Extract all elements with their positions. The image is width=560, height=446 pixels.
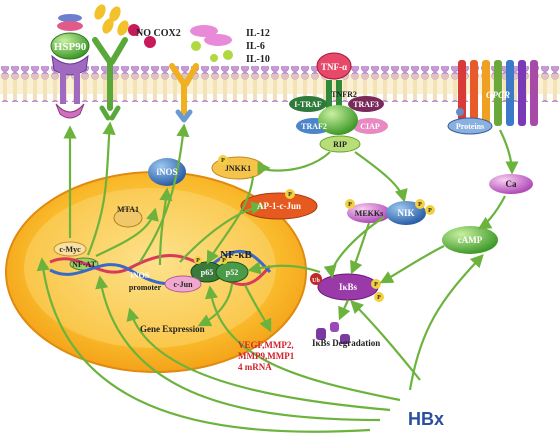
label-mrna-3: 4 mRNA bbox=[238, 362, 272, 372]
ca-node bbox=[489, 174, 533, 194]
label-itraf: I-TRAF bbox=[294, 100, 322, 109]
label-ikbs-degradation: IκBs Degradation bbox=[312, 338, 380, 348]
tnfr2-complex bbox=[289, 52, 388, 153]
hsp90-receptor bbox=[50, 14, 90, 119]
label-traf2: TRAF2 bbox=[301, 122, 327, 131]
label-il12: IL-12 bbox=[246, 28, 270, 39]
svg-text:P: P bbox=[196, 258, 200, 264]
label-gene-expression: Gene Expression bbox=[140, 324, 205, 334]
label-tnf: TNF-α bbox=[321, 62, 347, 72]
label-jnkk1: JNKK1 bbox=[225, 164, 251, 173]
label-cmyc: c-Myc bbox=[59, 245, 81, 254]
label-p65: p65 bbox=[201, 268, 213, 277]
label-no-cox2: NO COX2 bbox=[136, 28, 181, 39]
label-gpcr: GPCR bbox=[486, 90, 510, 100]
label-nik: NIK bbox=[397, 208, 414, 218]
label-rip: RIP bbox=[333, 140, 347, 149]
label-nfat: NF-AT bbox=[72, 260, 97, 269]
label-inos-promoter-2: promoter bbox=[129, 283, 162, 292]
label-ikbs: IκBs bbox=[339, 282, 358, 292]
dna-helix bbox=[49, 249, 272, 286]
svg-text:P: P bbox=[374, 282, 378, 288]
label-camp: cAMP bbox=[458, 235, 483, 245]
camp-node bbox=[442, 226, 498, 254]
mta1-node bbox=[113, 208, 143, 228]
label-il10: IL-10 bbox=[246, 54, 270, 65]
label-ub: Ub bbox=[312, 278, 320, 284]
label-traf3: TRAF3 bbox=[353, 100, 379, 109]
svg-text:P: P bbox=[348, 202, 352, 208]
phosphate-markers bbox=[194, 155, 435, 302]
svg-text:P: P bbox=[418, 202, 422, 208]
y-receptor-yellow bbox=[169, 63, 199, 123]
cmyc-node bbox=[53, 241, 87, 257]
label-mekks: MEKKs bbox=[355, 209, 383, 218]
label-inos-promoter-1: iNOS bbox=[131, 271, 150, 280]
label-proteins: Proteins bbox=[456, 122, 484, 131]
ligands-yellow bbox=[94, 4, 129, 36]
label-il6: IL-6 bbox=[246, 41, 265, 52]
label-tnfr2: TNFR2 bbox=[331, 90, 357, 99]
mekks-node bbox=[347, 203, 391, 223]
label-mta1: MTA1 bbox=[117, 205, 139, 214]
cjun-node bbox=[164, 275, 202, 293]
svg-text:P: P bbox=[428, 208, 432, 214]
svg-text:P: P bbox=[377, 295, 381, 301]
label-mrna-1: VEGF,MMP2, bbox=[238, 340, 294, 350]
svg-text:P: P bbox=[221, 158, 225, 164]
ikbs-degradation-fragments bbox=[316, 322, 350, 344]
phosphate-labels: P P P P P P P P P bbox=[196, 158, 432, 301]
label-hsp90: HSP90 bbox=[54, 41, 87, 53]
arrows bbox=[36, 121, 519, 433]
label-inos: iNOS bbox=[156, 167, 177, 177]
cytokine-molecules bbox=[190, 25, 233, 62]
label-ca: Ca bbox=[506, 179, 517, 189]
no-cox2-molecules bbox=[128, 24, 156, 48]
label-ciap: CIAP bbox=[360, 122, 380, 131]
y-receptor-green bbox=[92, 37, 128, 121]
svg-text:P: P bbox=[222, 258, 226, 264]
label-mrna-2: MMP9,MMP1 bbox=[238, 351, 295, 361]
svg-text:P: P bbox=[288, 192, 292, 198]
label-p52: p52 bbox=[226, 268, 238, 277]
label-hbx: HBx bbox=[408, 409, 444, 429]
gpcr-receptor bbox=[447, 60, 538, 135]
label-nfkb: NF-κB bbox=[220, 249, 252, 261]
label-cjun: c-Jun bbox=[173, 280, 193, 289]
ub-marker bbox=[310, 273, 322, 285]
label-ap1: AP-1-c-Jun bbox=[257, 201, 301, 211]
